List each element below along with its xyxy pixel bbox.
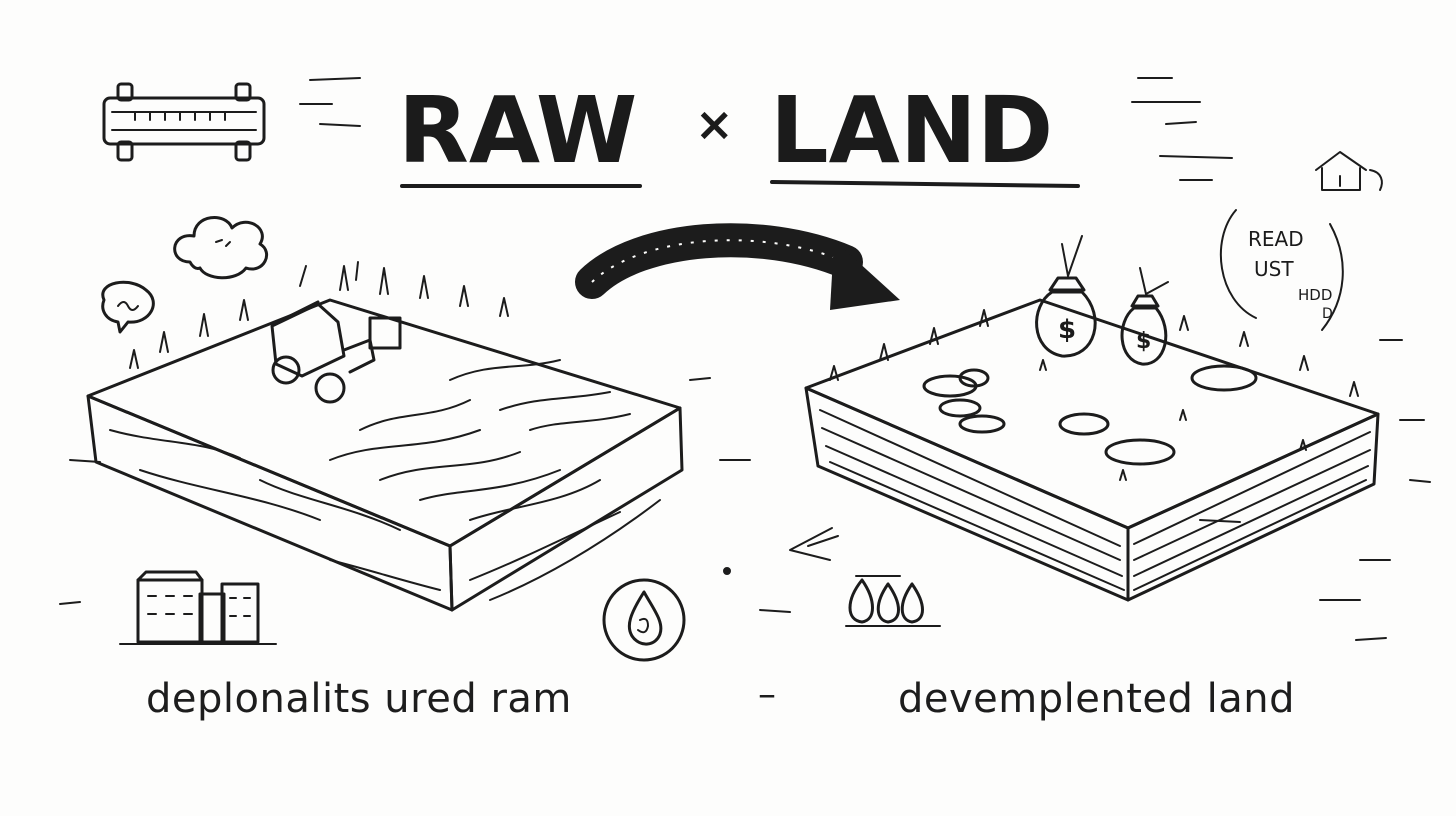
speech-bubble-icon [101, 280, 155, 334]
cloud-squiggle [215, 239, 231, 247]
left-caption: deplonalits ured ram [146, 676, 572, 722]
money-symbol-1: $ [1058, 315, 1076, 345]
measuring-ruler-icon [102, 82, 266, 162]
caption-dash: – [758, 674, 777, 715]
title-scribbles [299, 77, 1233, 181]
money-bag-icon: $ $ [1035, 235, 1169, 366]
title-separator: × [695, 97, 734, 151]
ground-scribbles [59, 339, 1431, 641]
note-line-4: D [1322, 306, 1333, 322]
title-left-word: RAW [398, 77, 637, 184]
note-line-3: HDD [1298, 286, 1332, 304]
bulldozer-icon [270, 300, 402, 404]
speech-squiggle [117, 301, 139, 311]
house-icon [1315, 151, 1383, 191]
money-symbol-2: $ [1136, 329, 1151, 354]
right-caption: devemplented land [898, 676, 1295, 722]
title-right-word: LAND [770, 77, 1053, 184]
handwritten-note: READ UST HDD D [1219, 209, 1344, 331]
developed-land-block [804, 298, 1380, 602]
water-drop-icon [602, 578, 686, 662]
note-line-2: UST [1254, 257, 1294, 281]
curved-arrow-icon [575, 223, 900, 310]
title-right-underline [770, 180, 1080, 188]
trees-icon [845, 575, 941, 627]
buildings-icon [119, 570, 277, 645]
cloud-icon [173, 216, 268, 280]
note-line-1: READ [1248, 227, 1304, 251]
raw-land-block [86, 261, 684, 612]
